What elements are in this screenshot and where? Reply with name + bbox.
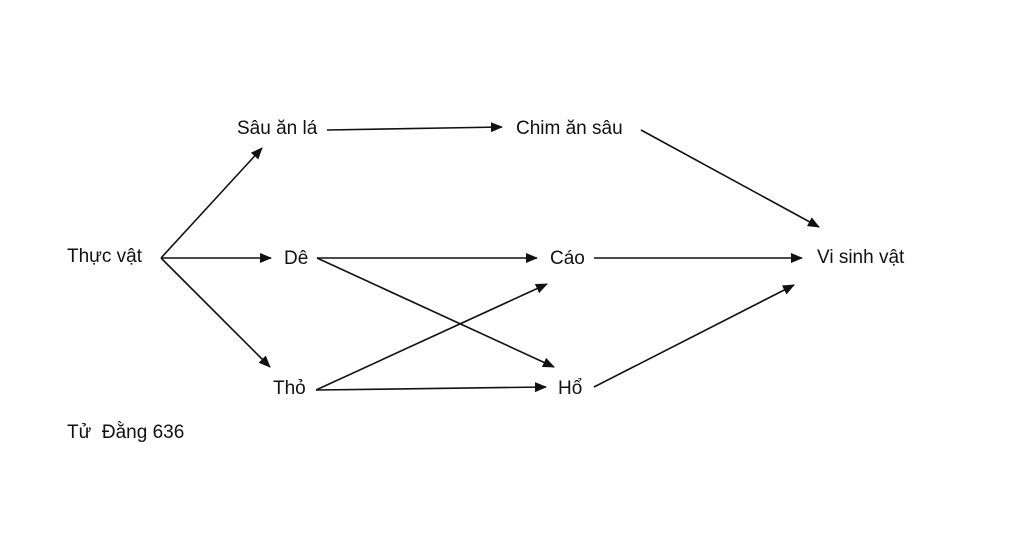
node-de: Dê [284, 248, 309, 269]
arrow-de-to-ho [316, 257, 555, 368]
arrow-thuc-vat-to-sau-an-la [160, 147, 263, 259]
arrow-thuc-vat-to-tho [160, 257, 271, 368]
arrow-ho-to-vi-sinh-vat [593, 284, 795, 388]
node-thuc-vat: Thực vật [67, 246, 143, 267]
node-ho: Hổ [558, 378, 583, 399]
arrow-tho-to-cao [315, 283, 548, 391]
arrow-tho-to-ho [315, 382, 547, 393]
node-tho: Thỏ [273, 378, 306, 399]
arrow-chim-an-sau-to-vi-sinh-vat [640, 129, 820, 228]
node-sau-an-la: Sâu ăn lá [237, 118, 318, 139]
author-credit: Tử Đằng 636 [67, 422, 185, 443]
arrow-sau-an-la-to-chim-an-sau [326, 122, 503, 133]
node-chim-an-sau: Chim ăn sâu [516, 118, 623, 139]
node-cao: Cáo [550, 248, 585, 269]
node-vi-sinh-vat: Vi sinh vật [817, 247, 905, 268]
